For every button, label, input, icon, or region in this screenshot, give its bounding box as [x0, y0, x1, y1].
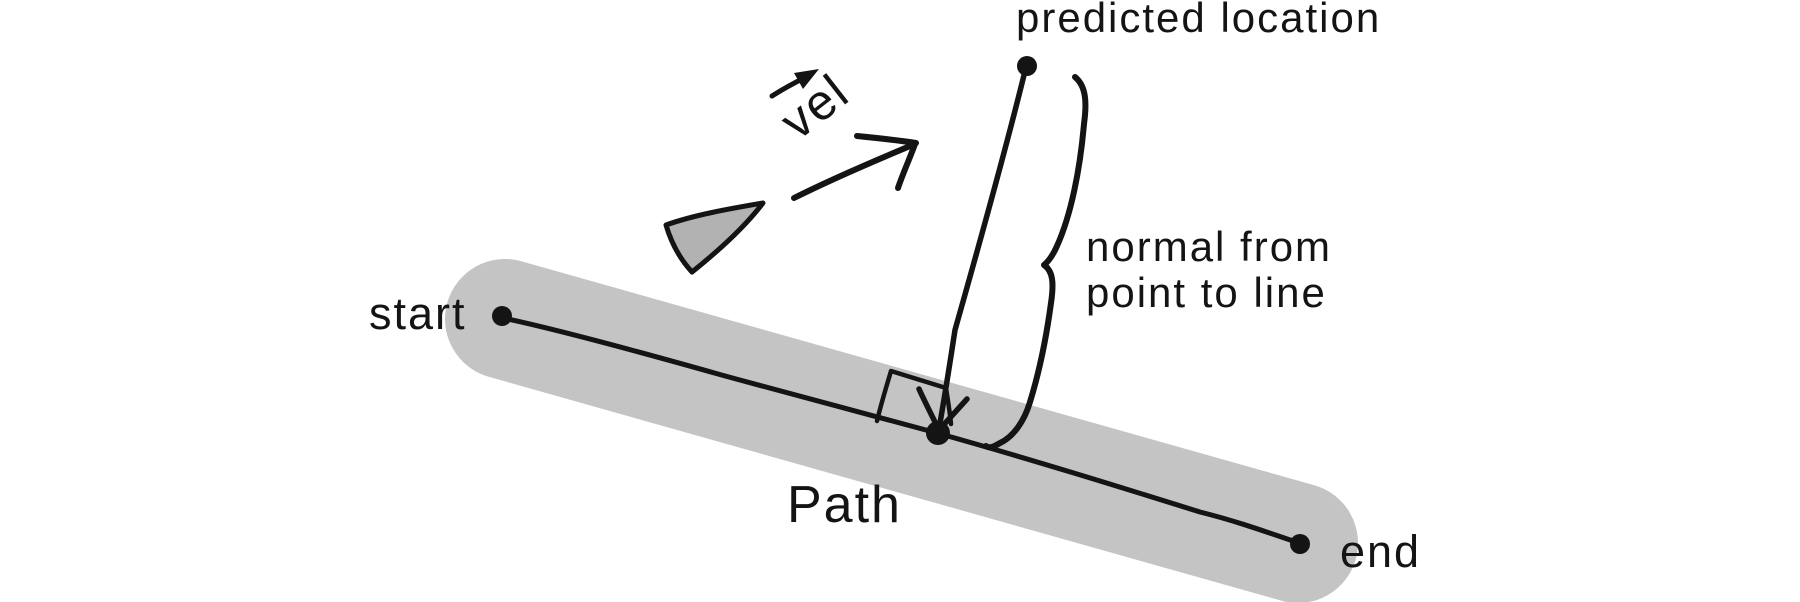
agent-marker-icon: [663, 200, 766, 275]
predicted-location-label: predicted location: [1016, 0, 1382, 41]
right-angle-marker-icon: [874, 368, 954, 427]
heading-arrow-upper-barb-icon: [854, 133, 919, 146]
end-label: end: [1340, 526, 1422, 577]
start-label: start: [369, 288, 467, 339]
path-label: Path: [787, 476, 902, 534]
normal-label-line2: point to line: [1086, 269, 1327, 316]
end-point-icon: [1290, 534, 1310, 554]
closest-point-on-path-icon: [926, 421, 950, 445]
brace-icon: [983, 74, 1089, 451]
heading-arrow-shaft-icon: [791, 141, 918, 201]
normal-line: [936, 64, 1029, 432]
normal-label-line1: normal from: [1086, 223, 1333, 270]
start-point-icon: [492, 306, 512, 326]
path-corridor-pill: [445, 259, 1358, 602]
heading-arrow-lower-barb-icon: [895, 141, 918, 191]
predicted-location-point-icon: [1017, 56, 1037, 76]
velocity-arrowhead-icon: [794, 69, 819, 89]
